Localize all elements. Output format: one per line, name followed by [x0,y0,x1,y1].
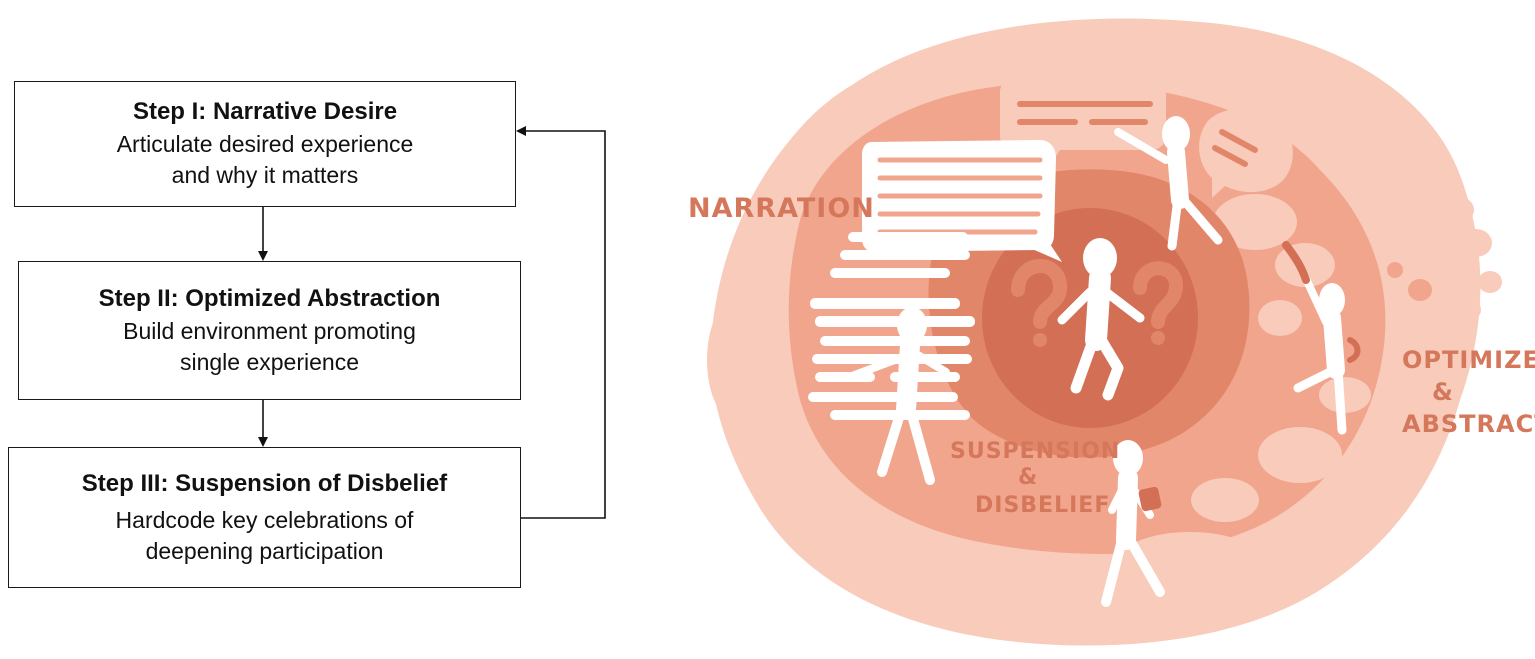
step-2-box: Step II: Optimized Abstraction Build env… [18,261,521,400]
step-1-box: Step I: Narrative Desire Articulate desi… [14,81,516,207]
label-suspension: SUSPENSION [950,439,1120,464]
satellite-dots-dark [1387,262,1432,301]
speech-bubble-right-lines [1212,129,1258,167]
label-abstract: ABSTRACT [1402,410,1535,438]
feedback-loop-arrow [516,126,606,519]
label-optimize-amp: & [1432,378,1454,406]
step-2-title: Step II: Optimized Abstraction [98,284,441,312]
step-3-title: Step III: Suspension of Disbelief [81,469,448,497]
label-disbelief: DISBELIEF [975,493,1110,518]
question-mark-shapes [1011,259,1184,329]
label-optimize: OPTIMIZE [1402,346,1535,374]
speech-bubble-left-tail [1030,238,1062,262]
label-suspension-amp: & [1018,465,1038,490]
book-object [1138,486,1162,512]
label-narration: NARRATION [688,193,875,224]
step-2-desc-line-2: single experience [179,348,359,375]
step-1-title: Step I: Narrative Desire [132,98,398,125]
climbing-rope [1282,241,1310,284]
step-3-box: Step III: Suspension of Disbelief Hardco… [8,447,521,588]
step-2-desc-line-1: Build environment promoting [123,317,416,344]
mid-ring-patches [875,194,1371,614]
step-3-desc-line-2: deepening participation [145,537,384,564]
hand-object [1347,337,1361,363]
satellite-dots [1434,198,1502,327]
outer-bump-left [707,300,763,420]
text-strips-left [808,232,975,420]
step-1-desc-line-2: and why it matters [171,162,359,188]
step-3-desc-line-1: Hardcode key celebrations of [115,506,414,533]
speech-bubble-top-lines [1017,101,1153,125]
step-1-desc-line-1: Articulate desired experience [116,131,414,157]
